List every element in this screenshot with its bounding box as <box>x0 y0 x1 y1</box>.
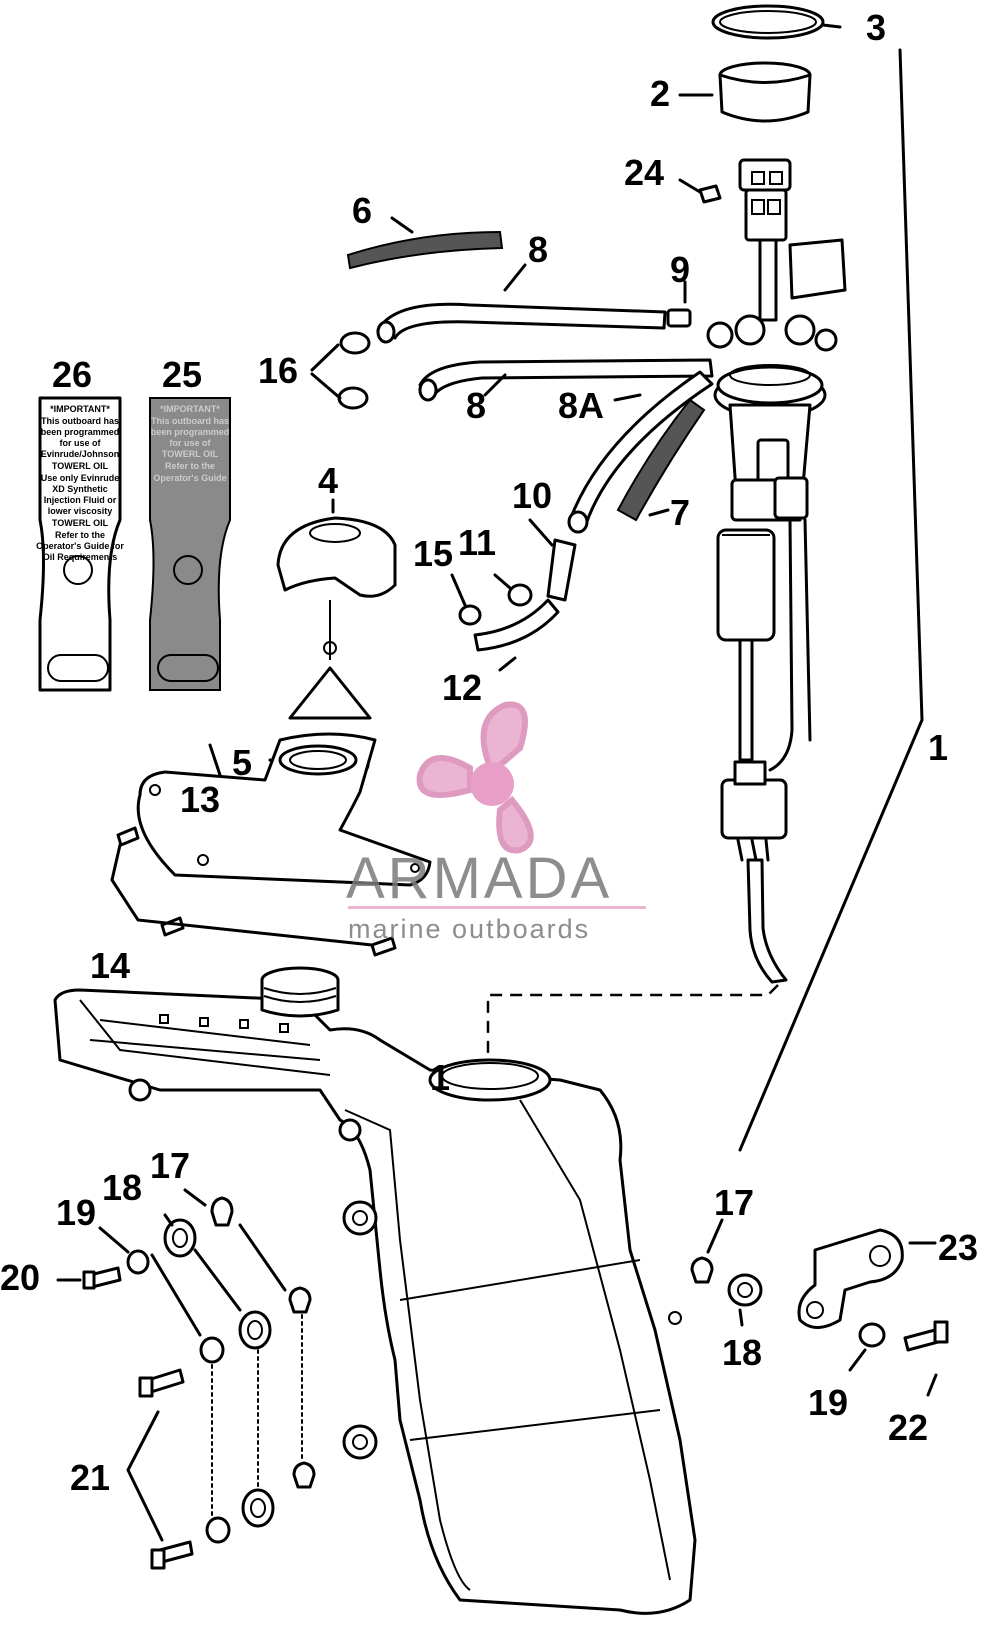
callout-25: 25 <box>162 354 202 395</box>
clamp-ring-part-3 <box>711 4 842 40</box>
callout-6: 6 <box>352 190 372 231</box>
screws-part-14 <box>110 826 397 957</box>
callout-24: 24 <box>624 152 664 193</box>
callout-11: 11 <box>458 522 496 563</box>
label25-line-5: Refer to the <box>165 461 215 471</box>
label26-line-6: Use only Evinrude <box>41 473 120 483</box>
hose-part-8A <box>567 370 714 534</box>
oil-tank-part-1 <box>53 966 697 1615</box>
callout-23: 23 <box>938 1227 978 1268</box>
alignment-dashed-line <box>486 984 779 1090</box>
callout-15: 15 <box>413 533 453 574</box>
label25-line-1: This outboard has <box>151 416 229 426</box>
callout-17-left: 17 <box>150 1145 190 1186</box>
label25-line-0: *IMPORTANT* <box>160 404 220 414</box>
callout-4: 4 <box>318 460 338 501</box>
callout-18-left: 18 <box>102 1167 142 1208</box>
callout-8-upper: 8 <box>528 229 548 270</box>
callout-22: 22 <box>888 1407 928 1448</box>
propeller-logo-icon <box>416 701 534 854</box>
callout-20: 20 <box>0 1257 40 1298</box>
label26-line-9: lower viscosity <box>48 506 113 516</box>
callout-5: 5 <box>232 742 252 783</box>
label26-line-5: TOWERL OIL <box>52 461 109 471</box>
callout-2: 2 <box>650 73 670 114</box>
callout-1-lower: 1 <box>430 1057 450 1098</box>
label-part-26: *IMPORTANT* This outboard has been progr… <box>36 396 124 692</box>
callout-14: 14 <box>90 945 130 986</box>
left-hardware <box>56 1188 316 1570</box>
label26-line-3: for use of <box>59 438 101 448</box>
label25-line-4: TOWERL OIL <box>162 449 219 459</box>
callout-13: 13 <box>180 779 220 820</box>
connector-part-9 <box>666 280 692 328</box>
hose-part-8-lower <box>418 358 714 402</box>
cover-part-4 <box>276 498 397 720</box>
callout-8-lower: 8 <box>466 385 486 426</box>
callout-16: 16 <box>258 350 298 391</box>
callout-7: 7 <box>670 492 690 533</box>
clip-part-24 <box>678 178 722 204</box>
label25-line-6: Operator's Guide <box>153 473 226 483</box>
callout-12: 12 <box>442 667 482 708</box>
label26-line-12: Operator's Guide for <box>36 541 124 551</box>
label26-line-2: been programmed <box>41 427 120 437</box>
label26-line-4: Evinrude/Johnson <box>41 449 120 459</box>
label26-line-13: Oil Requirements <box>43 552 118 562</box>
hose-part-8-upper <box>376 263 667 344</box>
callout-17-right: 17 <box>714 1182 754 1223</box>
label26-line-0: *IMPORTANT* <box>50 404 110 414</box>
watermark-subtitle: marine outboards <box>348 914 590 944</box>
right-hardware <box>690 1218 949 1397</box>
pump-assembly <box>706 158 847 984</box>
label26-line-1: This outboard has <box>41 416 119 426</box>
sleeve-part-7 <box>616 398 706 522</box>
label26-line-11: Refer to the <box>55 530 105 540</box>
callout-3: 3 <box>866 7 886 48</box>
label26-line-10: TOWERL OIL <box>52 518 109 528</box>
watermark-title: ARMADA <box>346 846 612 911</box>
callout-19-left: 19 <box>56 1192 96 1233</box>
leader-line-1 <box>738 48 924 1152</box>
ring-part-11 <box>493 573 533 607</box>
callout-8A: 8A <box>558 385 604 426</box>
label25-line-3: for use of <box>169 438 211 448</box>
callout-21: 21 <box>70 1457 110 1498</box>
plate-part-13 <box>136 732 432 887</box>
hose-part-12 <box>473 598 560 672</box>
callout-26: 26 <box>52 354 92 395</box>
label-part-25: *IMPORTANT* This outboard has been progr… <box>149 397 231 691</box>
label25-line-2: been programmed <box>151 427 230 437</box>
fitting-part-10 <box>528 518 577 602</box>
sleeve-part-6 <box>346 216 504 270</box>
callout-1-upper: 1 <box>928 727 948 768</box>
label26-line-7: XD Synthetic <box>52 484 108 494</box>
callouts: 3 2 24 6 8 9 26 25 16 8 8A 4 10 7 15 11 … <box>0 7 978 1498</box>
callout-9: 9 <box>670 249 690 290</box>
clamps-part-16 <box>310 331 371 410</box>
ring-part-15 <box>450 573 482 626</box>
label26-line-8: Injection Fluid or <box>44 495 117 505</box>
armada-watermark: ARMADA marine outboards <box>346 701 646 944</box>
cap-part-2 <box>678 61 812 123</box>
callout-19-right: 19 <box>808 1382 848 1423</box>
callout-18-right: 18 <box>722 1332 762 1373</box>
callout-10: 10 <box>512 475 552 516</box>
